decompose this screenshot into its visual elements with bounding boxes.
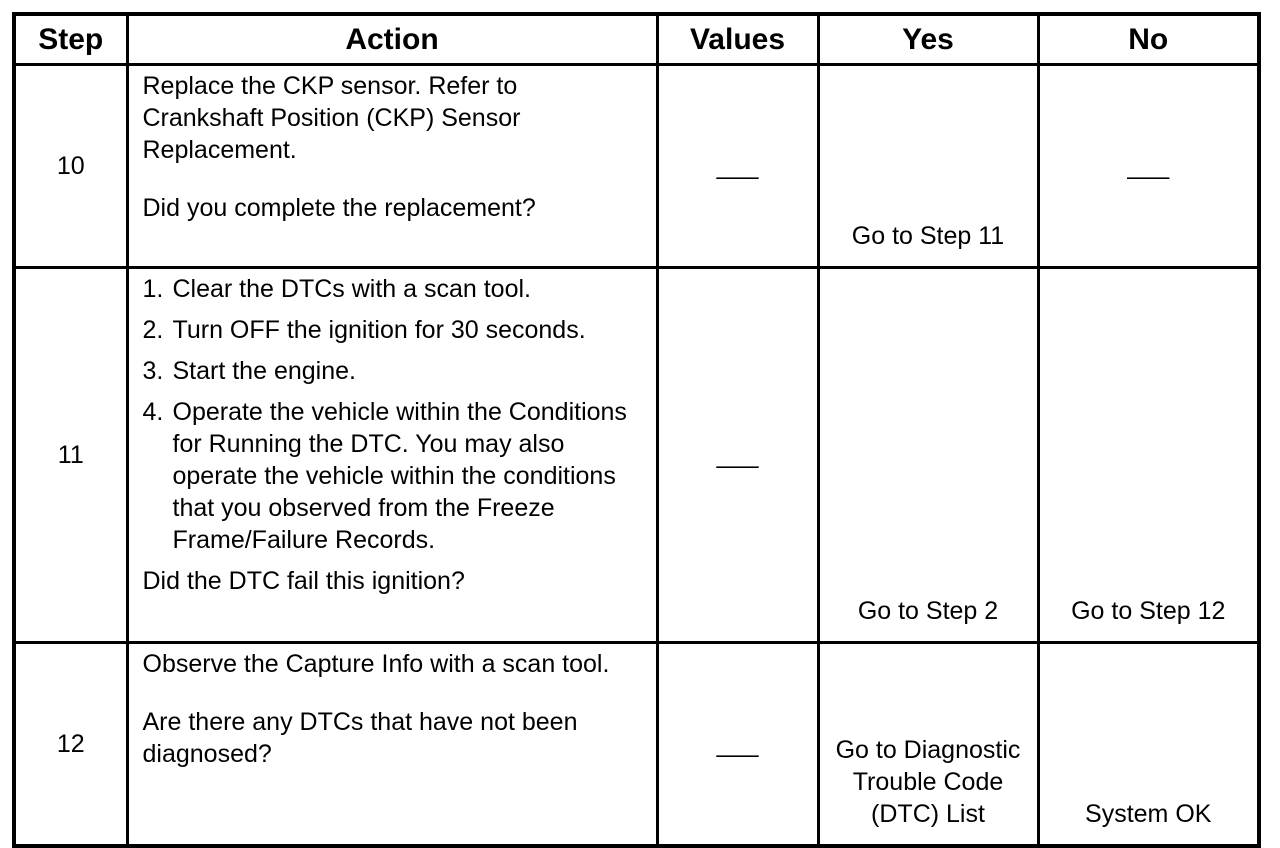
list-item: 4.Operate the vehicle within the Conditi… — [142, 398, 627, 554]
step-number: 12 — [12, 641, 129, 848]
action-question: Did the DTC fail this ignition? — [142, 567, 465, 595]
header-no: No — [1036, 12, 1261, 66]
values-cell: ___ — [655, 63, 820, 269]
values-cell: ___ — [655, 641, 820, 848]
action-text: Replace the CKP sensor. Refer to Cranksh… — [142, 72, 521, 164]
no-cell: Go to Step 12 — [1036, 266, 1261, 644]
action-cell: 1.Clear the DTCs with a scan tool. 2.Tur… — [125, 266, 659, 644]
list-item: 3.Start the engine. — [142, 357, 356, 385]
yes-cell: Go to Step 2 — [816, 266, 1040, 644]
step-number: 11 — [12, 266, 129, 644]
no-cell: ___ — [1036, 63, 1261, 269]
action-cell: Observe the Capture Info with a scan too… — [125, 641, 659, 848]
values-cell: ___ — [655, 266, 820, 644]
header-yes: Yes — [816, 12, 1040, 66]
yes-cell: Go to Step 11 — [816, 63, 1040, 269]
header-action: Action — [125, 12, 659, 66]
table-row: 10 Replace the CKP sensor. Refer to Cran… — [12, 63, 1261, 269]
action-question: Are there any DTCs that have not been di… — [142, 708, 578, 768]
action-text: Observe the Capture Info with a scan too… — [142, 650, 610, 678]
table-row: 12 Observe the Capture Info with a scan … — [12, 641, 1261, 848]
header-step: Step — [12, 12, 129, 66]
diagnostic-table: Step Action Values Yes No 10 Replace the… — [12, 12, 1261, 848]
action-question: Did you complete the replacement? — [142, 194, 536, 222]
action-steps-list: 1.Clear the DTCs with a scan tool. 2.Tur… — [143, 273, 644, 556]
list-item: 1.Clear the DTCs with a scan tool. — [142, 275, 531, 303]
no-cell: System OK — [1036, 641, 1261, 848]
action-cell: Replace the CKP sensor. Refer to Cranksh… — [125, 63, 659, 269]
table-row: 11 1.Clear the DTCs with a scan tool. 2.… — [12, 266, 1261, 644]
yes-cell: Go to Diagnostic Trouble Code (DTC) List — [816, 641, 1040, 848]
list-item: 2.Turn OFF the ignition for 30 seconds. — [142, 316, 586, 344]
step-number: 10 — [12, 63, 129, 269]
header-row: Step Action Values Yes No — [12, 12, 1261, 66]
header-values: Values — [655, 12, 820, 66]
